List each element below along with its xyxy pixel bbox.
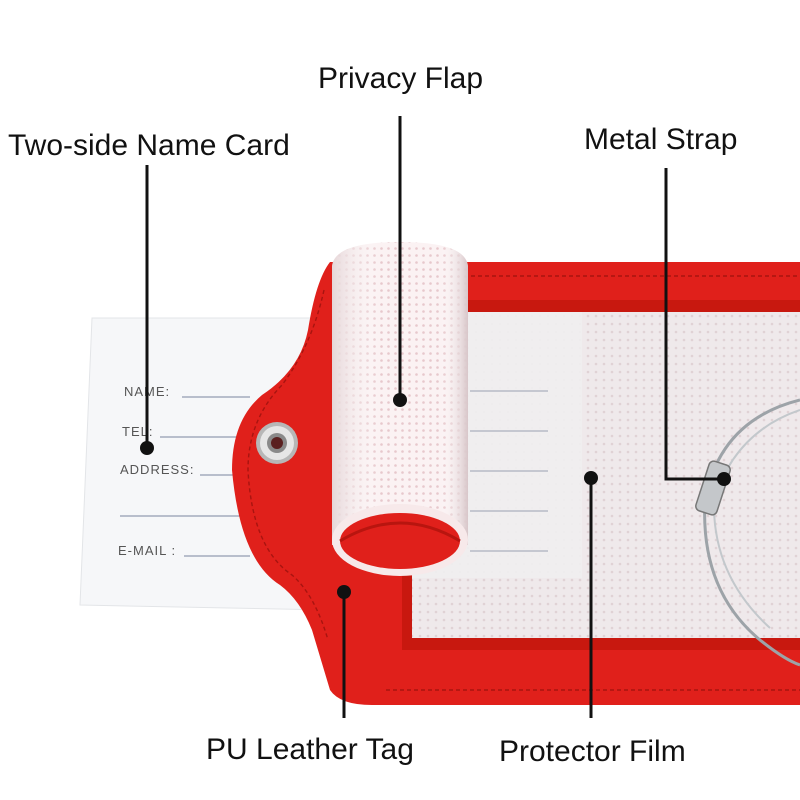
card-field-address: ADDRESS:: [120, 462, 194, 477]
leader-metal-strap: [664, 168, 722, 481]
card-field-tel: TEL:: [122, 424, 153, 439]
dot-privacy-flap: [393, 393, 407, 407]
dot-metal-strap: [717, 472, 731, 486]
label-privacy-flap: Privacy Flap: [318, 62, 484, 95]
callout-lines: [140, 116, 731, 718]
dot-protector-film: [584, 471, 598, 485]
eyelet-icon: [256, 422, 298, 464]
dot-name-card: [140, 441, 154, 455]
label-metal-strap: Metal Strap: [584, 123, 738, 156]
protector-film: [412, 312, 800, 638]
label-protector-film: Protector Film: [499, 735, 686, 768]
dot-leather-tag: [337, 585, 351, 599]
label-leather-tag: PU Leather Tag: [206, 733, 414, 766]
card-field-email: E-MAIL :: [118, 543, 176, 558]
label-name-card: Two-side Name Card: [8, 129, 290, 162]
